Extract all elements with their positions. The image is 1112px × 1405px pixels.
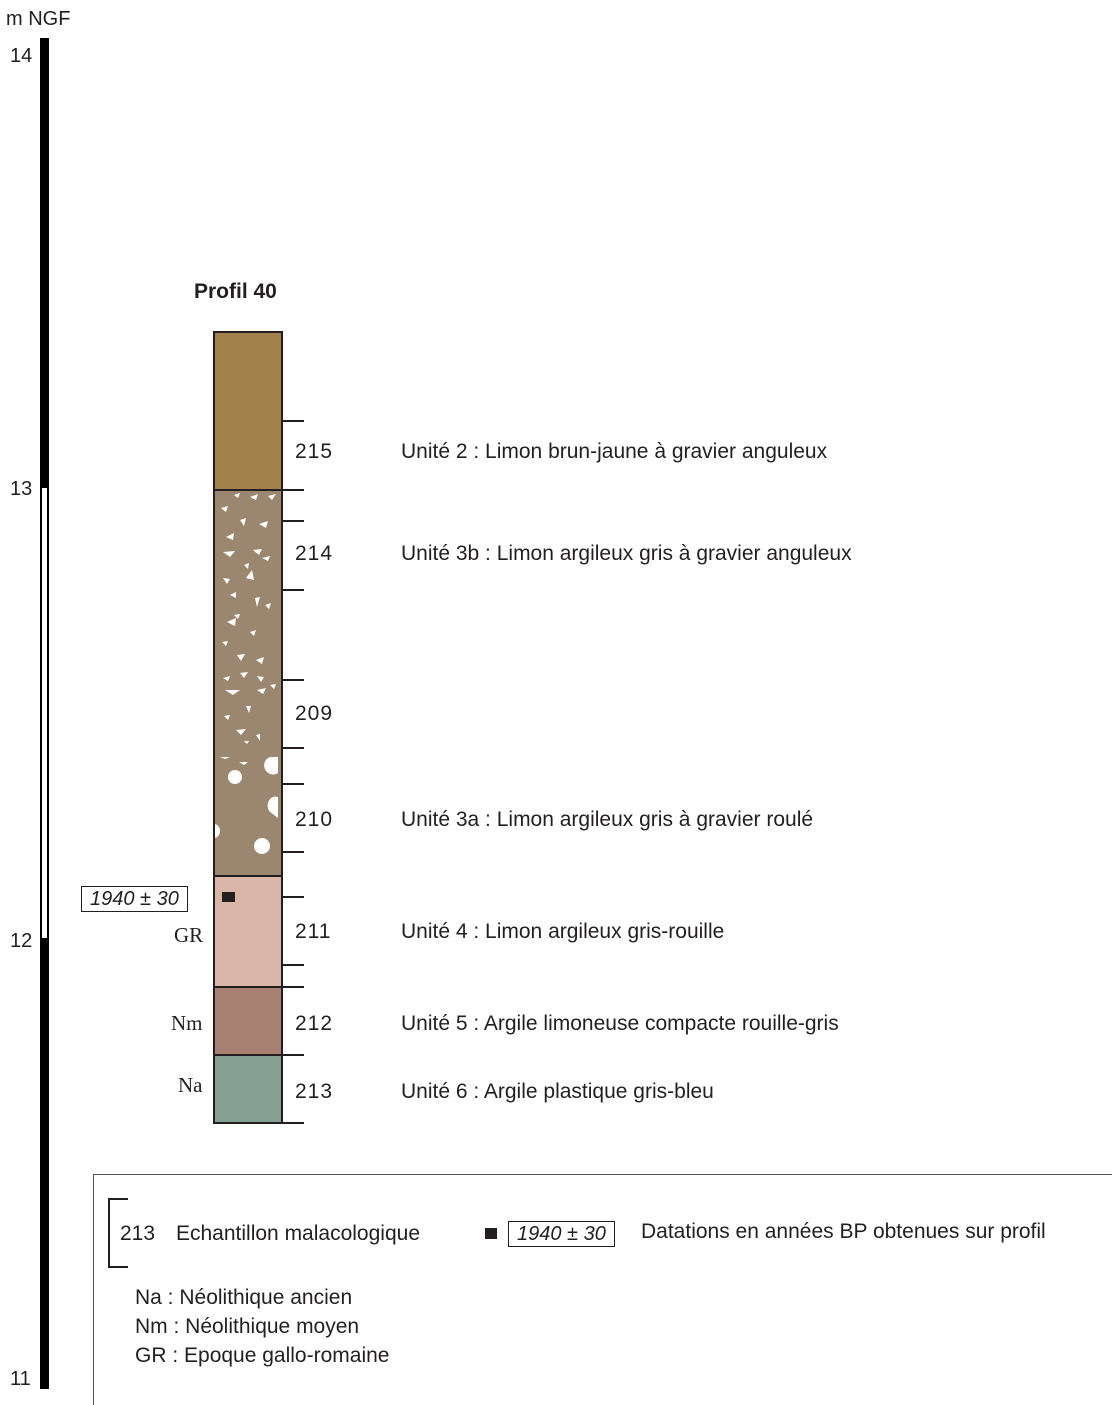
unit-description: Unité 6 : Argile plastique gris-bleu [401, 1080, 714, 1103]
axis-tick-label: 12 [10, 930, 33, 952]
rounded-gravel-pattern [214, 757, 278, 854]
sample-number: 211 [295, 920, 332, 943]
legend-date-marker [485, 1228, 497, 1239]
period-label: GR [174, 923, 204, 947]
legend-period-nm: Nm : Néolithique moyen [135, 1315, 360, 1338]
sample-number: 209 [295, 702, 334, 725]
sample-number: 210 [295, 808, 334, 831]
legend-sample-label: Echantillon malacologique [176, 1222, 420, 1245]
period-label: Nm [171, 1011, 203, 1035]
radiocarbon-date-box: 1940 ± 30 [81, 886, 188, 912]
legend-date-label: Datations en années BP obtenues sur prof… [641, 1220, 1046, 1243]
sample-number: 213 [295, 1080, 334, 1103]
period-label: Na [178, 1073, 203, 1097]
unit-description: Unité 3b : Limon argileux gris à gravier… [401, 542, 852, 565]
axis-tick-label: 14 [10, 45, 33, 67]
legend-sample-number: 213 [120, 1222, 156, 1245]
legend-box [93, 1174, 1112, 1405]
layer-unite-6 [214, 1055, 282, 1123]
layer-unite-3 [214, 490, 282, 876]
axis-tick-label: 13 [10, 478, 33, 500]
sample-number: 214 [295, 542, 334, 565]
date-marker-square [222, 892, 235, 902]
sample-number: 215 [295, 440, 334, 463]
scale-bar-segment-black [40, 938, 49, 1389]
layer-boundaries [214, 489, 304, 1124]
legend-date-box: 1940 ± 30 [508, 1221, 615, 1247]
sample-ticks [282, 420, 304, 966]
scale-bar-segment-black [40, 38, 49, 486]
angular-gravel-pattern [220, 493, 276, 765]
legend-period-gr: GR : Epoque gallo-romaine [135, 1344, 390, 1367]
axis-unit-label: m NGF [6, 8, 71, 30]
layer-unite-2 [214, 332, 282, 490]
axis-tick-label: 11 [10, 1368, 31, 1390]
unit-description: Unité 2 : Limon brun-jaune à gravier ang… [401, 440, 828, 463]
legend-sample-bracket [108, 1198, 128, 1268]
unit-description: Unité 3a : Limon argileux gris à gravier… [401, 808, 814, 831]
sample-number: 212 [295, 1012, 334, 1035]
layer-unite-5 [214, 987, 282, 1055]
unit-description: Unité 4 : Limon argileux gris-rouille [401, 920, 725, 943]
profile-title: Profil 40 [194, 280, 277, 303]
unit-description: Unité 5 : Argile limoneuse compacte roui… [401, 1012, 839, 1035]
legend-period-na: Na : Néolithique ancien [135, 1286, 353, 1309]
